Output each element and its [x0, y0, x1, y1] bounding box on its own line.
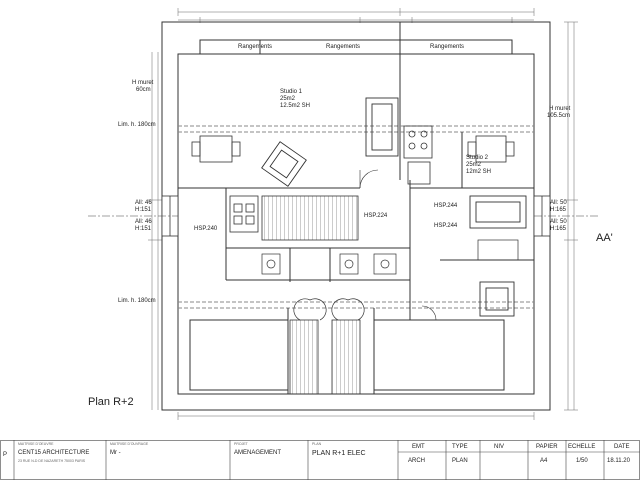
label-all-right-2-h: H:165 [550, 226, 567, 232]
label-h-muret-left: H muret [132, 80, 154, 86]
table-studio-2 [467, 135, 515, 163]
label-lim-top: Lim. h. 180cm [118, 122, 156, 128]
label-hsp-224: HSP.224 [364, 213, 388, 219]
rug-studio-2 [477, 239, 519, 261]
label-studio1-area: 25m2 [280, 96, 296, 102]
label-all-right-2: All: 50 [550, 219, 567, 225]
kitchen-studio-2 [403, 125, 433, 185]
client-name: Mr - [110, 450, 121, 456]
plan-name: PLAN R+1 ELEC [312, 450, 366, 457]
label-hsp-244-top: HSP.244 [434, 203, 458, 209]
niv-label: NIV [494, 444, 505, 450]
top-dimensions [177, 8, 535, 23]
paper-label: PAPIER [536, 444, 558, 450]
emt-label: EMT [412, 444, 425, 450]
left-dimensions [148, 52, 162, 410]
bathroom-fixtures [261, 253, 397, 275]
label-all-right-1: All: 50 [550, 200, 567, 206]
label-all-right-1-h: H:165 [550, 207, 567, 213]
label-lim-bottom: Lim. h. 180cm [118, 298, 156, 304]
label-studio1-name: Studio 1 [280, 89, 303, 95]
plan-title: Plan R+2 [88, 396, 134, 408]
label-rangements-left: Rangements [238, 44, 273, 50]
label-h-muret-right: H muret [549, 106, 571, 112]
sofa-studio-1 [365, 97, 399, 157]
type-value: PLAN [452, 458, 468, 464]
emt-value: ARCH [408, 458, 426, 464]
label-hsp-240: HSP.240 [194, 226, 218, 232]
section-marker-aa: AA' [596, 232, 613, 244]
project-name: AMENAGEMENT [234, 450, 282, 456]
owner-label: MAITRISE D'OEUVRE [18, 442, 54, 446]
bottom-dimensions [177, 412, 535, 420]
label-h-muret-left-value: 60cm [136, 87, 151, 93]
label-all-left-1-h: H:151 [135, 207, 152, 213]
armchair-studio-1 [261, 141, 307, 187]
scale-value: 1/50 [576, 458, 588, 464]
title-left-edge: P [3, 452, 8, 458]
date-label: DATE [614, 444, 630, 450]
table-studio-1 [191, 135, 241, 163]
label-studio2-area: 25m2 [466, 162, 482, 168]
label-all-left-2: All: 46 [135, 219, 152, 225]
paper-value: A4 [540, 458, 548, 464]
doors [359, 169, 437, 321]
date-value: 18.11.20 [607, 458, 630, 464]
kitchen-studio-1 [229, 195, 259, 233]
label-all-left-1: All: 46 [135, 200, 152, 206]
label-rangements-center: Rangements [326, 44, 361, 50]
type-label: TYPE [452, 444, 468, 450]
armchair-studio-2 [479, 281, 515, 317]
label-studio1-sh: 12.5m2 SH [280, 103, 311, 109]
plan-label: PLAN [312, 442, 322, 446]
scale-label: ECHELLE [568, 444, 596, 450]
sofa-studio-2 [469, 195, 527, 229]
label-rangements-right: Rangements [430, 44, 465, 50]
label-hsp-244-bottom: HSP.244 [434, 223, 458, 229]
label-h-muret-right-value: 105.5cm [547, 113, 571, 119]
label-all-left-2-h: H:151 [135, 226, 152, 232]
architect-address: 23 RUE N-D DE NAZARETH 75003 PARIS [18, 459, 86, 463]
architect-name: CENT15 ARCHITECTURE [18, 450, 90, 456]
label-studio2-name: Studio 2 [466, 155, 489, 161]
client-label: MAITRISE D'OUVRAGE [110, 442, 149, 446]
project-label: PROJET [234, 442, 248, 446]
label-studio2-sh: 12m2 SH [466, 169, 492, 175]
staircase [261, 195, 365, 395]
